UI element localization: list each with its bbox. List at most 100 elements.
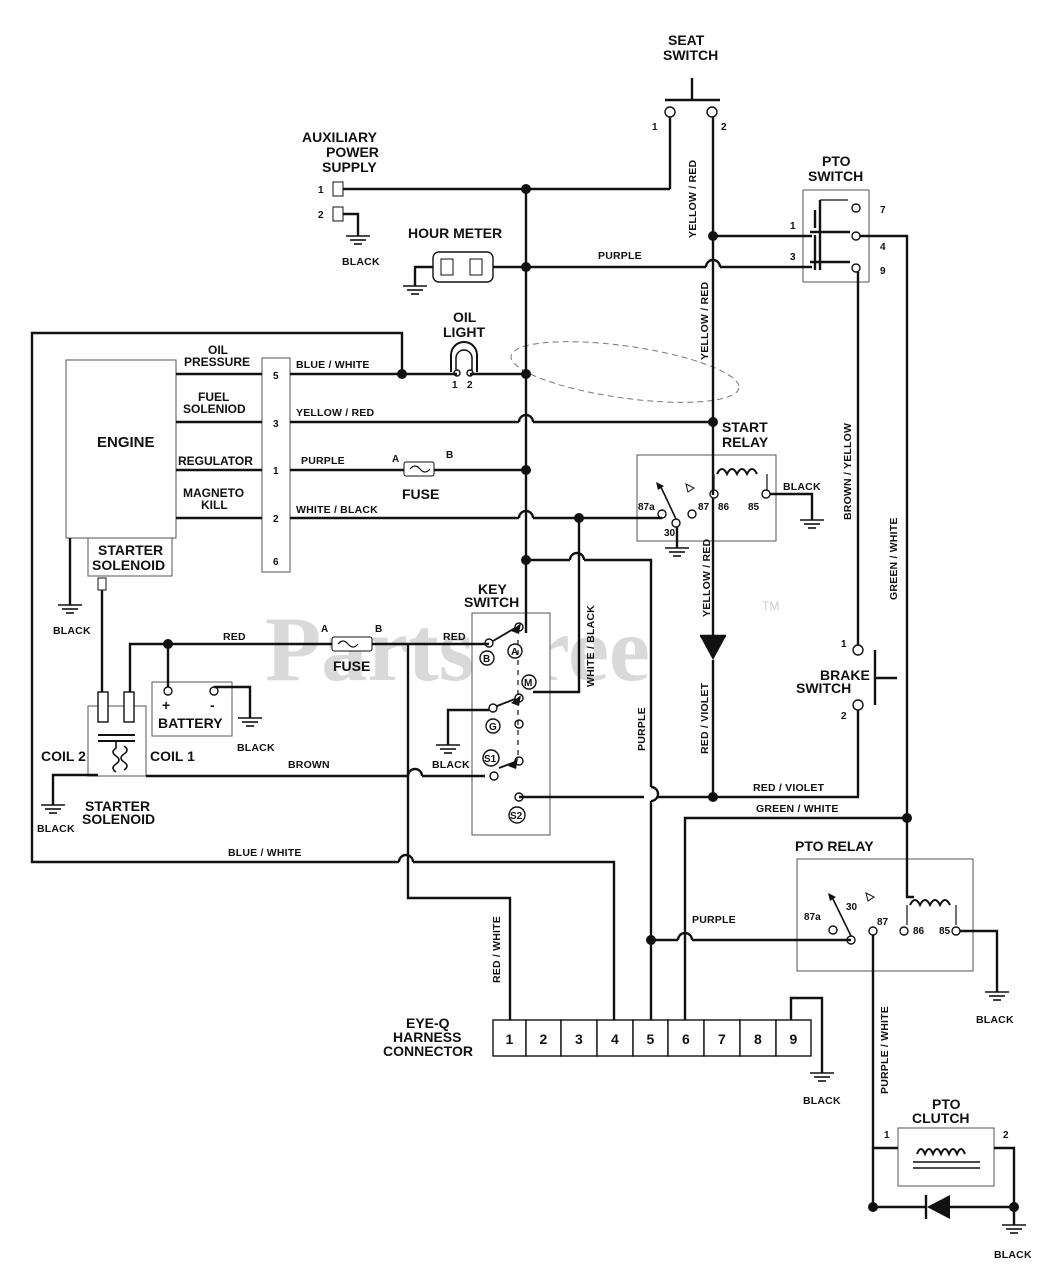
- svg-text:RELAY: RELAY: [722, 434, 769, 450]
- svg-text:PURPLE / WHITE: PURPLE / WHITE: [879, 1006, 891, 1094]
- svg-text:B: B: [446, 450, 453, 461]
- pto-switch: PTO SWITCH 1 3 7 4 9: [790, 153, 886, 283]
- svg-text:FUEL: FUEL: [198, 390, 229, 404]
- svg-text:BROWN: BROWN: [288, 759, 330, 771]
- junction-dot: [708, 231, 718, 241]
- svg-text:COIL 2: COIL 2: [41, 748, 86, 764]
- svg-text:PTO: PTO: [822, 153, 851, 169]
- junction-dot: [521, 184, 531, 194]
- svg-text:BLACK: BLACK: [342, 256, 380, 268]
- svg-text:RED: RED: [223, 631, 246, 643]
- svg-text:RED / WHITE: RED / WHITE: [491, 916, 503, 983]
- connector-cell: [667, 1019, 705, 1057]
- svg-text:GREEN / WHITE: GREEN / WHITE: [756, 803, 839, 815]
- junction-dot: [646, 935, 656, 945]
- svg-text:BROWN / YELLOW: BROWN / YELLOW: [842, 423, 854, 520]
- svg-text:2: 2: [318, 210, 324, 221]
- engine: ENGINE STARTER SOLENOID OIL PRESSURE FUE…: [53, 343, 291, 637]
- svg-text:OIL: OIL: [208, 343, 228, 357]
- svg-text:SOLENOID: SOLENOID: [82, 811, 155, 827]
- junction-dot: [521, 262, 531, 272]
- svg-text:87: 87: [698, 502, 710, 513]
- connector-pin-label: 9: [790, 1031, 798, 1047]
- svg-text:1: 1: [318, 185, 324, 196]
- seat-switch-label: SEAT: [668, 32, 705, 48]
- svg-text:B: B: [375, 624, 382, 635]
- svg-text:FUSE: FUSE: [333, 658, 370, 674]
- svg-text:STARTER: STARTER: [98, 542, 163, 558]
- svg-text:SWITCH: SWITCH: [808, 168, 863, 184]
- seat-switch-label-2: SWITCH: [663, 47, 718, 63]
- svg-text:30: 30: [846, 902, 858, 913]
- svg-text:6: 6: [273, 557, 279, 568]
- svg-text:PURPLE: PURPLE: [598, 250, 642, 262]
- junction-dot: [521, 555, 531, 565]
- svg-text:30: 30: [664, 528, 676, 539]
- svg-text:A: A: [511, 647, 518, 658]
- oil-light: OIL LIGHT 1 2: [443, 309, 485, 391]
- connector-pin-label: 4: [611, 1031, 619, 1047]
- svg-text:REGULATOR: REGULATOR: [178, 454, 253, 468]
- svg-text:PTO RELAY: PTO RELAY: [795, 838, 874, 854]
- connector-pin-label: 8: [754, 1031, 762, 1047]
- svg-text:PRESSURE: PRESSURE: [184, 355, 250, 369]
- svg-text:SUPPLY: SUPPLY: [322, 159, 377, 175]
- svg-text:BLACK: BLACK: [53, 625, 91, 637]
- junction-dots: [163, 184, 1019, 1212]
- pto-relay: PTO RELAY 87a 30 87 86 85 BLACK: [795, 838, 1014, 1026]
- fuse-regulator: A B FUSE: [392, 450, 453, 502]
- connector-cell: [596, 1019, 634, 1057]
- svg-text:2: 2: [721, 122, 727, 133]
- svg-text:COIL 1: COIL 1: [150, 748, 195, 764]
- start-relay: START RELAY 87a 30 87 86 85 BLACK: [636, 419, 821, 542]
- junction-dot: [1009, 1202, 1019, 1212]
- svg-text:LIGHT: LIGHT: [443, 324, 485, 340]
- svg-text:BLACK: BLACK: [803, 1095, 841, 1107]
- svg-text:CLUTCH: CLUTCH: [912, 1110, 970, 1126]
- svg-text:2: 2: [1003, 1130, 1009, 1141]
- svg-text:BLACK: BLACK: [432, 759, 470, 771]
- svg-text:WHITE / BLACK: WHITE / BLACK: [585, 605, 597, 687]
- svg-text:9: 9: [880, 266, 886, 277]
- svg-text:SOLENIOD: SOLENIOD: [183, 402, 246, 416]
- junction-dot: [574, 513, 584, 523]
- svg-text:MAGNETO: MAGNETO: [183, 486, 244, 500]
- battery: + - BATTERY BLACK: [151, 681, 275, 754]
- svg-text:OIL: OIL: [453, 309, 477, 325]
- junction-dot: [708, 417, 718, 427]
- svg-text:BLUE / WHITE: BLUE / WHITE: [228, 847, 302, 859]
- connector-pin-label: 5: [647, 1031, 655, 1047]
- svg-text:1: 1: [841, 639, 847, 650]
- svg-text:1: 1: [884, 1130, 890, 1141]
- highlight-ellipse: [510, 341, 740, 403]
- svg-text:WHITE / BLACK: WHITE / BLACK: [296, 504, 378, 516]
- svg-text:HOUR METER: HOUR METER: [408, 225, 502, 241]
- connector-pin-label: 7: [718, 1031, 726, 1047]
- hour-meter: HOUR METER: [408, 225, 502, 283]
- diode-start: [700, 634, 726, 660]
- connector-cell: [560, 1019, 598, 1057]
- svg-text:POWER: POWER: [326, 144, 379, 160]
- svg-text:KILL: KILL: [201, 498, 228, 512]
- svg-text:KEY: KEY: [478, 581, 507, 597]
- svg-text:86: 86: [718, 502, 730, 513]
- svg-text:SWITCH: SWITCH: [796, 680, 851, 696]
- pto-clutch: PTO CLUTCH 1 2 BLACK: [884, 1096, 1032, 1261]
- svg-text:86: 86: [913, 926, 925, 937]
- svg-text:ENGINE: ENGINE: [97, 434, 155, 451]
- connector-cell: [492, 1019, 527, 1057]
- diode-clutch: [924, 1195, 950, 1219]
- svg-text:1: 1: [273, 466, 279, 477]
- trademark: TM: [762, 599, 779, 613]
- svg-text:4: 4: [880, 242, 886, 253]
- svg-text:2: 2: [467, 380, 473, 391]
- svg-text:A: A: [321, 624, 328, 635]
- svg-text:2: 2: [273, 514, 279, 525]
- svg-text:CONNECTOR: CONNECTOR: [383, 1043, 473, 1059]
- junction-dot: [521, 369, 531, 379]
- seat-switch: SEAT SWITCH 1 2: [652, 32, 727, 133]
- svg-text:START: START: [722, 419, 768, 435]
- connector-pin-label: 6: [682, 1031, 690, 1047]
- svg-text:BLACK: BLACK: [976, 1014, 1014, 1026]
